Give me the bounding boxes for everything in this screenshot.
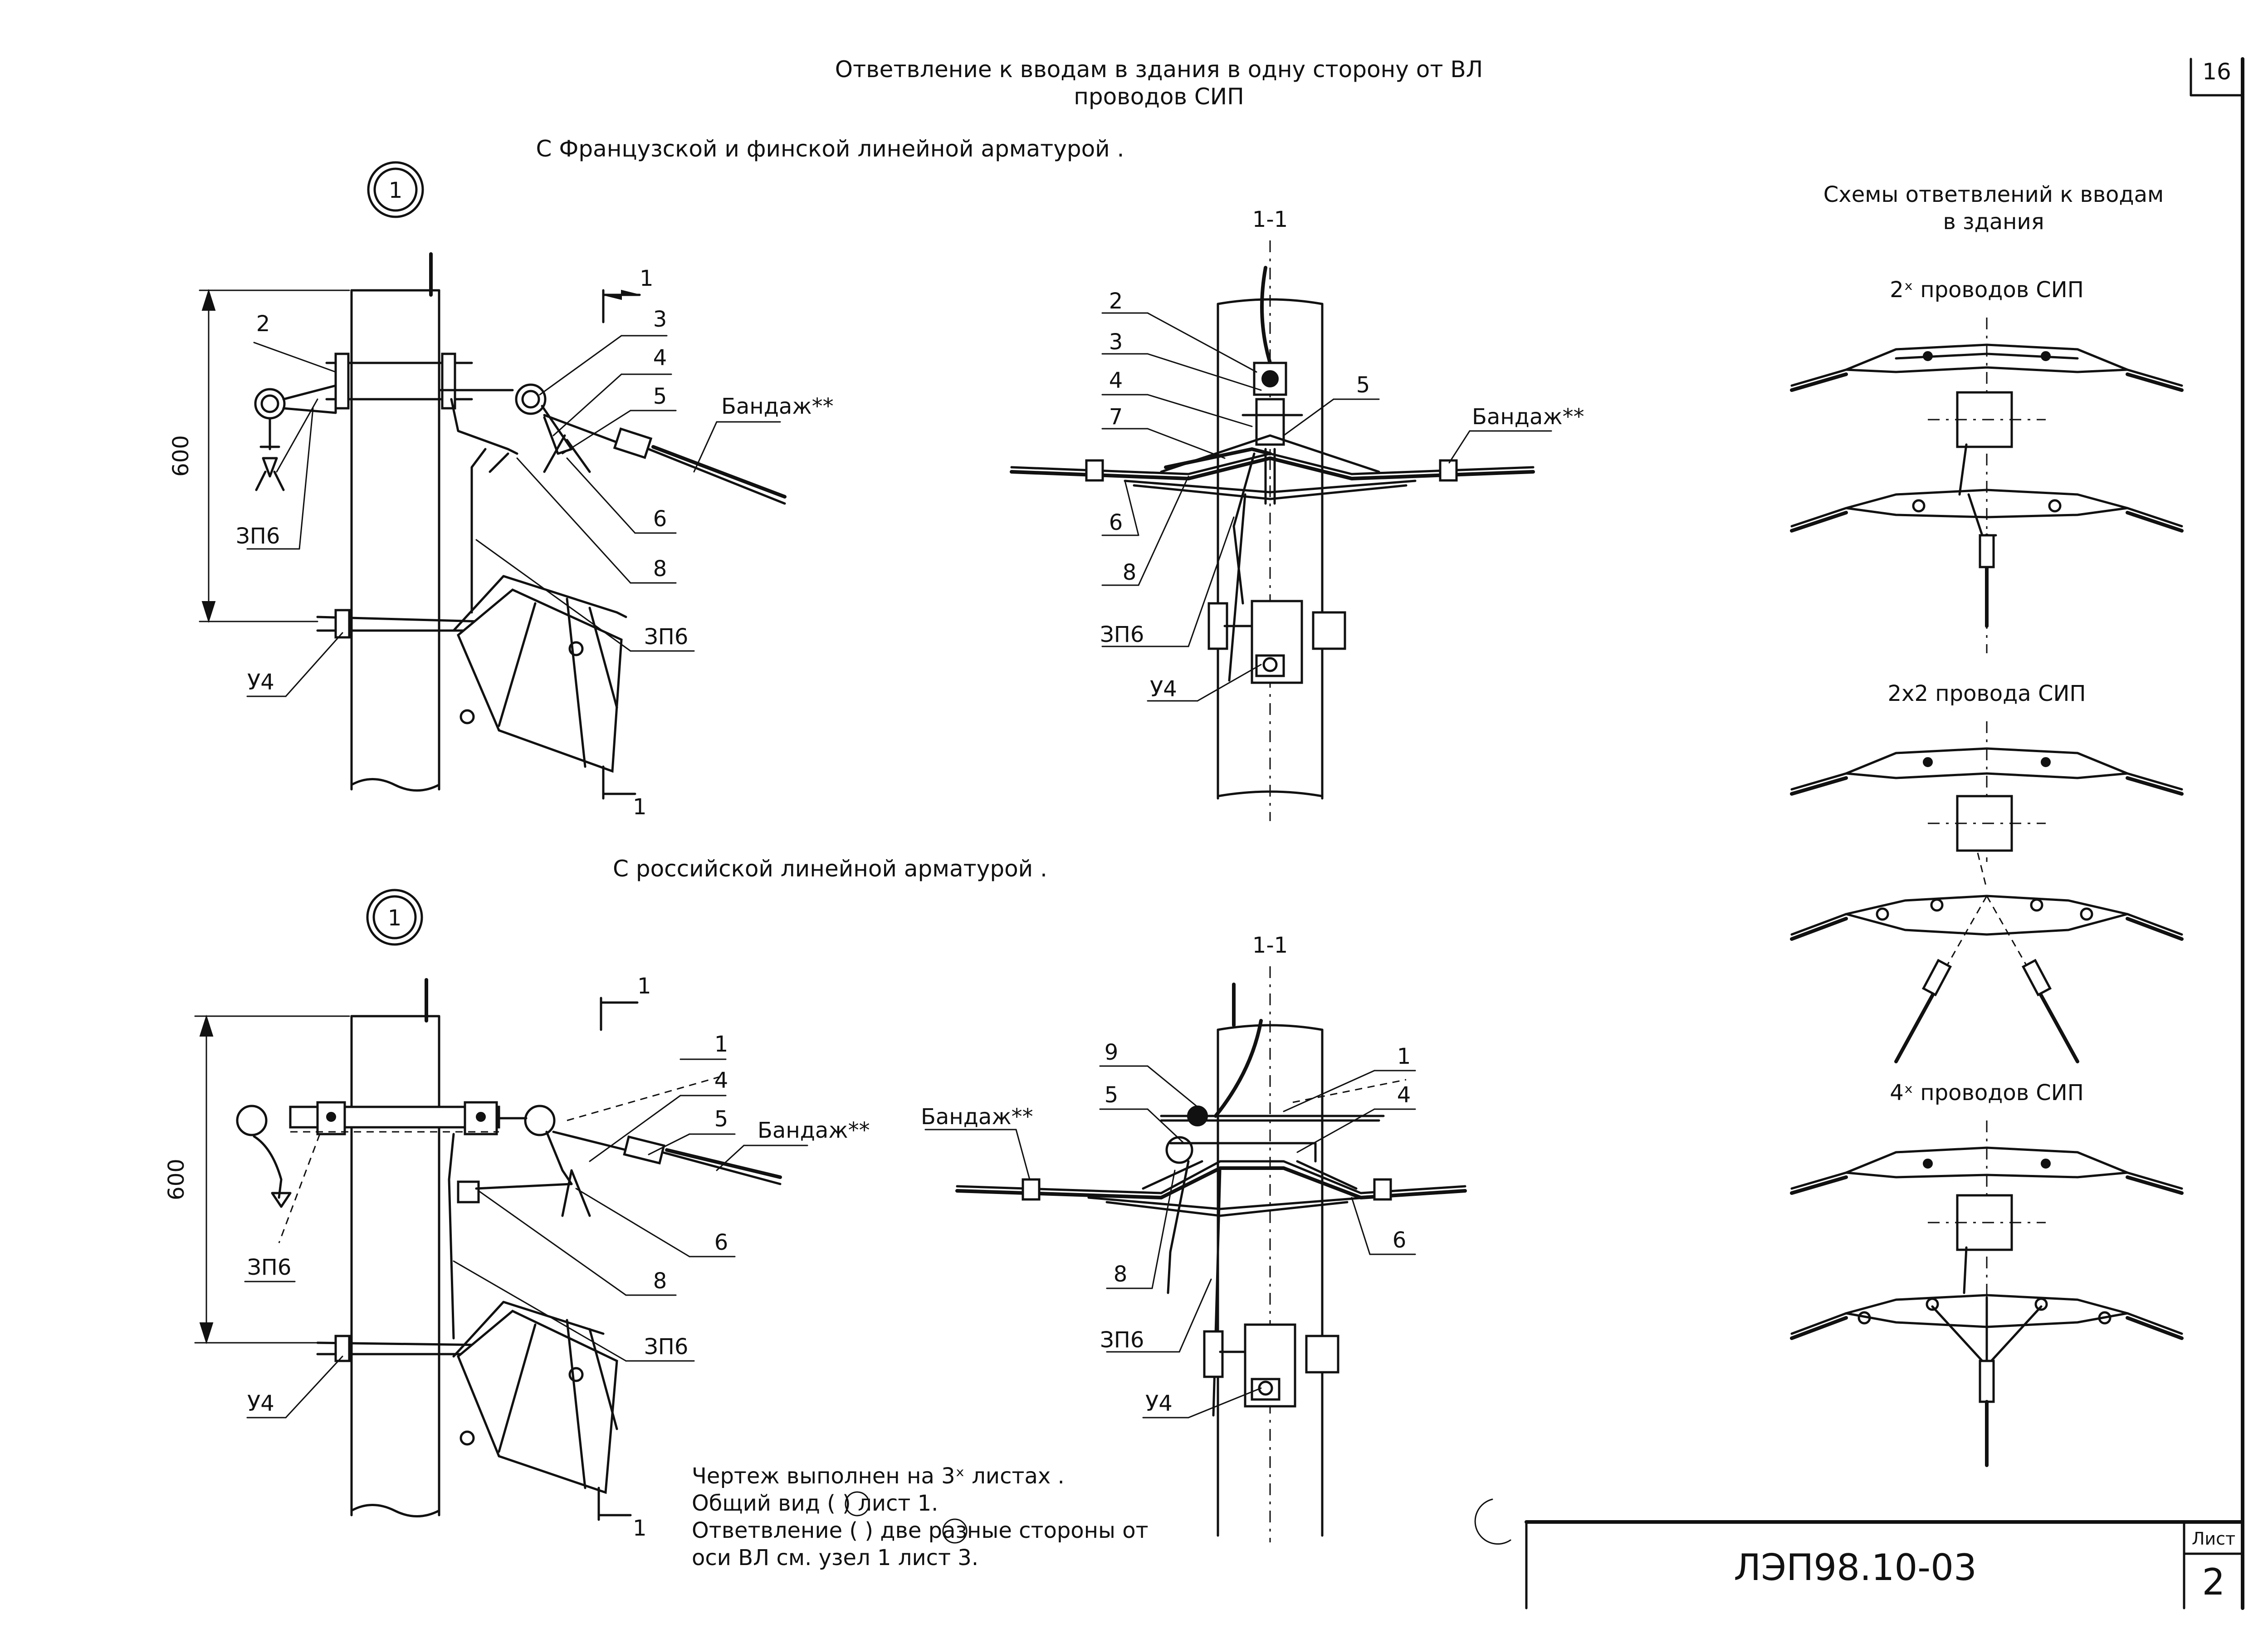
label-3-top-left: 3 <box>653 307 667 332</box>
label-bandage-top-left: Бандаж** <box>721 394 834 419</box>
label-bandage-top-mid: Бандаж** <box>1472 404 1584 430</box>
section-title-russian: С российской линейной арматурой . <box>613 856 1047 882</box>
sheet-number: 2 <box>2202 1561 2225 1603</box>
dimension-600-bottom: 600 <box>164 1159 189 1200</box>
label-zp6-top-mid: ЗП6 <box>1100 622 1144 647</box>
label-zp6-top-left-b: ЗП6 <box>644 624 688 650</box>
sheet-label: Лист <box>2192 1529 2235 1549</box>
dimension-600-top: 600 <box>168 435 194 477</box>
label-1-bottom-left: 1 <box>714 1032 728 1057</box>
label-zp6-bottom-left-a: ЗП6 <box>247 1255 291 1280</box>
node-marker-number-bottom: 1 <box>388 905 402 931</box>
label-u4-bottom-left: У4 <box>247 1391 274 1416</box>
view-french-side: 1 600 <box>168 161 787 820</box>
node-marker-number: 1 <box>389 178 403 203</box>
label-6-top-left: 6 <box>653 506 667 532</box>
label-8-bottom-left: 8 <box>653 1268 667 1294</box>
corner-mark: 16 <box>2202 59 2231 85</box>
label-bandage-bottom-left: Бандаж** <box>758 1118 870 1143</box>
cut-mark-bottom-lower: 1 <box>633 1516 647 1541</box>
label-8-bottom-mid: 8 <box>1114 1262 1128 1287</box>
label-zp6-top-left-a: ЗП6 <box>236 524 280 549</box>
label-1-bottom-mid: 1 <box>1397 1044 1411 1069</box>
scheme-2-sip: 2ˣ проводов СИП <box>1790 277 2184 653</box>
note-line-4: оси ВЛ см. узел 1 лист 3. <box>692 1545 978 1571</box>
label-u4-top-left: У4 <box>247 670 274 695</box>
note-line-2: Общий вид ( ) лист 1. <box>692 1491 938 1516</box>
scheme-4-sip-label: 4ˣ проводов СИП <box>1890 1080 2084 1106</box>
label-zp6-bottom-mid: ЗП6 <box>1100 1327 1144 1353</box>
scheme-2x2-sip-label: 2х2 провода СИП <box>1888 681 2086 706</box>
label-u4-bottom-mid: У4 <box>1145 1391 1173 1416</box>
scheme-4-sip: 4ˣ проводов СИП <box>1790 1080 2184 1467</box>
label-5-top-mid: 5 <box>1356 372 1370 398</box>
label-bandage-bottom-mid: Бандаж** <box>921 1104 1033 1130</box>
label-u4-top-mid: У4 <box>1150 676 1177 702</box>
note-line-3: Ответвление ( ) две разные стороны от <box>692 1518 1149 1543</box>
drawing-notes: Чертеж выполнен на 3ˣ листах . Общий вид… <box>692 1463 1149 1571</box>
label-2-top-left: 2 <box>256 311 270 337</box>
label-6-bottom-left: 6 <box>714 1230 728 1255</box>
sheet-title-line2: проводов СИП <box>1074 83 1244 110</box>
label-6-bottom-mid: 6 <box>1393 1228 1407 1253</box>
node-marker-bottom: 1 <box>366 889 423 946</box>
label-7-top-mid: 7 <box>1109 404 1123 430</box>
label-5-bottom-left: 5 <box>714 1106 728 1132</box>
label-5-top-left: 5 <box>653 384 667 409</box>
label-5-bottom-mid: 5 <box>1105 1082 1119 1108</box>
view-french-section: 1-1 <box>1010 207 1552 821</box>
label-3-top-mid: 3 <box>1109 329 1123 355</box>
section-title-french: С Французской и финской линейной арматур… <box>536 136 1124 162</box>
section-label-bottom: 1-1 <box>1252 933 1288 958</box>
view-russian-side: 1 600 <box>164 889 808 1541</box>
section-label-top: 1-1 <box>1252 207 1288 232</box>
note-line-1: Чертеж выполнен на 3ˣ листах . <box>692 1463 1065 1489</box>
document-code: ЛЭП98.10-03 <box>1734 1546 1977 1589</box>
sheet-title-line1: Ответвление к вводам в здания в одну сто… <box>835 56 1483 83</box>
view-russian-section: 1-1 <box>924 933 1467 1542</box>
binder-hole-mark <box>1474 1498 1511 1545</box>
schemes-title-line1: Схемы ответвлений к вводам <box>1823 182 2164 207</box>
label-zp6-bottom-left-b: ЗП6 <box>644 1334 688 1360</box>
label-9-bottom-mid: 9 <box>1105 1040 1119 1065</box>
label-4-bottom-left: 4 <box>714 1068 728 1093</box>
label-8-top-mid: 8 <box>1123 560 1137 585</box>
cut-mark-top-upper: 1 <box>640 266 654 291</box>
schemes-title-line2: в здания <box>1943 209 2044 235</box>
node-marker-top: 1 <box>367 161 424 218</box>
label-4-top-left: 4 <box>653 345 667 371</box>
label-2-top-mid: 2 <box>1109 289 1123 314</box>
label-4-top-mid: 4 <box>1109 368 1123 393</box>
sheet-frame <box>1525 57 2244 1610</box>
scheme-2-sip-label: 2ˣ проводов СИП <box>1890 277 2084 303</box>
label-6-top-mid: 6 <box>1109 510 1123 535</box>
scheme-2x2-sip: 2х2 провода СИП <box>1790 681 2184 1063</box>
cut-mark-top-lower: 1 <box>633 794 647 820</box>
cut-mark-bottom-upper: 1 <box>637 974 651 999</box>
label-8-top-left: 8 <box>653 556 667 582</box>
label-4-bottom-mid: 4 <box>1397 1082 1411 1108</box>
